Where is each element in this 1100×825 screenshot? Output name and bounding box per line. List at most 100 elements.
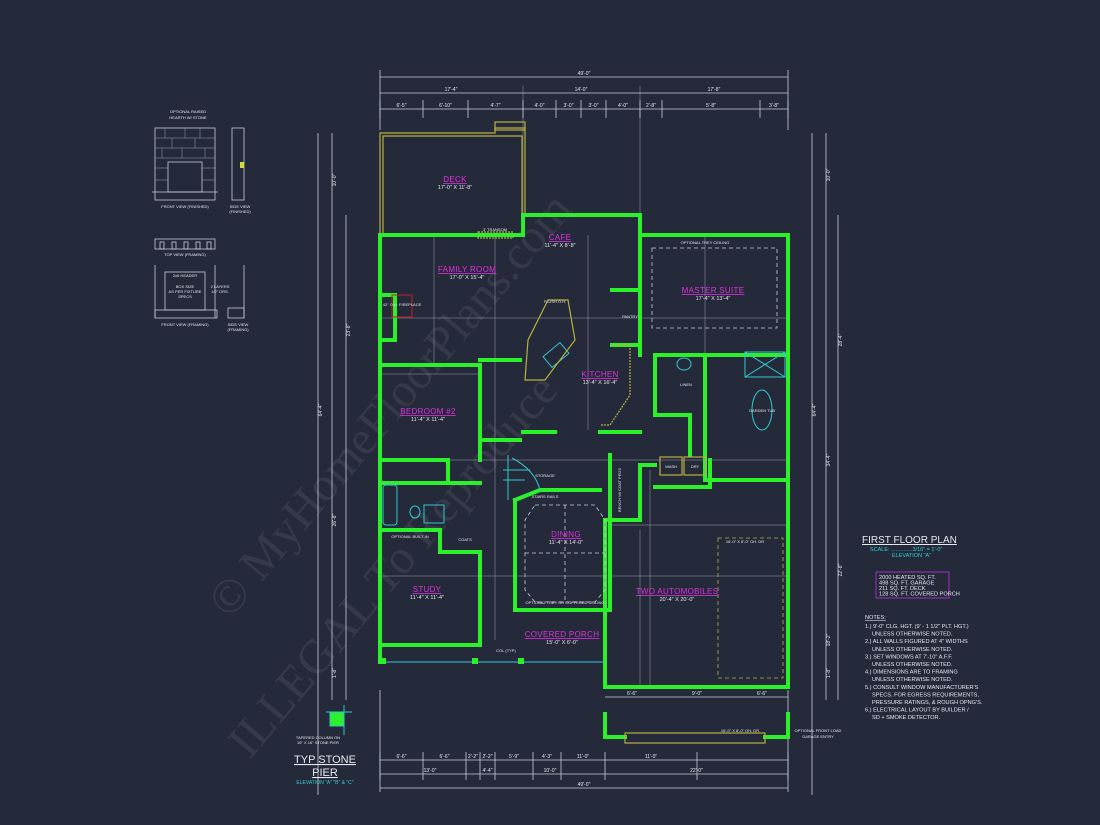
svg-text:17'-4": 17'-4" [445, 87, 458, 93]
svg-text:GARAGE ENTRY: GARAGE ENTRY [802, 734, 834, 739]
svg-text:FRONT VIEW (FINISHED): FRONT VIEW (FINISHED) [161, 204, 209, 209]
svg-text:OPTIONAL BUILT-IN: OPTIONAL BUILT-IN [391, 534, 428, 539]
svg-text:1'-8": 1'-8" [826, 668, 832, 678]
dimension-label: 6'-10" [439, 103, 452, 109]
bathtub [382, 484, 398, 526]
note-line: 5.) CONSULT WINDOW MANUFACTURER'S [865, 685, 979, 691]
svg-text:211 SQ. FT. DECK: 211 SQ. FT. DECK [879, 586, 926, 592]
garden-tub [751, 389, 773, 431]
toilet [409, 505, 421, 519]
svg-text:49'-0": 49'-0" [578, 71, 591, 77]
fireplace [391, 294, 413, 318]
svg-text:1'-8": 1'-8" [332, 668, 338, 678]
room-name: FAMILY ROOM [438, 265, 496, 274]
kitchen-counter [600, 344, 631, 426]
note-line: SPECS. FOR EGRESS REQUIREMENTS, [872, 692, 979, 698]
svg-text:16'-0" X 8'-0" OH. DR: 16'-0" X 8'-0" OH. DR [726, 539, 764, 544]
master-toilet [676, 357, 692, 371]
room-size: 20'-4" X 20'-0" [660, 597, 695, 603]
note-line: 3.) SET WINDOWS AT 7'-10" A.F.F. [865, 654, 953, 660]
svg-text:TOP VIEW (FRAMING): TOP VIEW (FRAMING) [164, 252, 206, 257]
room-name: MASTER SUITE [682, 286, 745, 295]
svg-text:BOX SIZE: BOX SIZE [176, 284, 195, 289]
svg-text:OPTIONAL RAISED: OPTIONAL RAISED [170, 109, 206, 114]
fireplace-front-view [154, 127, 216, 201]
svg-text:17'-8": 17'-8" [708, 87, 721, 93]
stairs [503, 455, 541, 500]
dimension-label: 3'-8" [769, 103, 779, 109]
svg-text:42" O.H. FIREPLACE: 42" O.H. FIREPLACE [383, 302, 422, 307]
svg-text:16" X 16" STONE PIER: 16" X 16" STONE PIER [297, 740, 339, 745]
svg-text:2 LAYERS: 2 LAYERS [211, 284, 230, 289]
vanity-sink [423, 504, 445, 524]
dimension-label: 2'-2" [468, 754, 478, 760]
dimension-label: 3'-0" [564, 103, 574, 109]
room-size: 17'-0" X 15'-4" [450, 275, 485, 281]
svg-text:FRONT VIEW (FRAMING): FRONT VIEW (FRAMING) [161, 322, 209, 327]
note-line: UNLESS OTHERWISE NOTED. [872, 632, 953, 638]
svg-text:10'-0": 10'-0" [332, 173, 338, 186]
svg-text:2x6 HEADER: 2x6 HEADER [173, 273, 197, 278]
dimension-label: 5'-8" [706, 103, 716, 109]
room-size: 11'-4" X 14'-0" [549, 540, 583, 546]
area-summary-box [875, 571, 950, 599]
top-dimensions: 49'-0" 17'-4" 14'-0" 17'-8" 6'-5" 6'-10" 4… [379, 70, 789, 235]
room-name: DECK [443, 175, 467, 184]
room-size: 11'-4" X 11'-4" [410, 595, 444, 601]
dashed-outlines: 16'-0" X 8'-0" OH. DR OPTIONAL TREY CEIL… [391, 240, 784, 679]
dimension-label: 6'-6" [397, 754, 407, 760]
bottom-dimensions: 49'-0" 6'-6"6'-6"2'-2"2'-2"5'-9"4'-3"11'… [379, 690, 789, 792]
fireplace-detail: OPTIONAL RAISED HEARTH W/ STONE FRONT VI… [152, 109, 251, 332]
dimension-label: 6'-5" [397, 103, 407, 109]
svg-text:AS PER FIXTURE: AS PER FIXTURE [169, 289, 202, 294]
dimension-label: 3'-0" [589, 103, 599, 109]
svg-text:SCALE: ..............3/16" = 1: SCALE: ..............3/16" = 1'-0" [870, 547, 942, 553]
svg-text:STAIRS RAILS: STAIRS RAILS [532, 494, 559, 499]
room-size: 11'-4" X 8'-8" [544, 243, 575, 249]
room-name: STUDY [413, 585, 442, 594]
dimension-label: 11'-0" [645, 754, 658, 760]
note-line: 2.) ALL WALLS FIGURED AT 4" WIDTHS [865, 639, 968, 645]
svg-text:16'-0" X 8'-0" OH. DR: 16'-0" X 8'-0" OH. DR [721, 728, 759, 733]
note-line: PRESSURE RATINGS, & ROUGH OPNG'S. [872, 700, 983, 706]
dimension-label: 4'-3" [542, 754, 552, 760]
svg-text:28'-4": 28'-4" [838, 333, 844, 346]
svg-text:OPTIONAL TREY OR COFFERED CEIL: OPTIONAL TREY OR COFFERED CEILING [525, 600, 604, 605]
walls [378, 213, 790, 689]
note-line: 1.) 9'-0" CLG. HGT. (9' - 1 1/2" PLT. HG… [865, 624, 969, 630]
plan-title: FIRST FLOOR PLAN [862, 535, 957, 546]
svg-text:2000 HEATED SQ. FT.: 2000 HEATED SQ. FT. [879, 575, 936, 581]
svg-text:PIER: PIER [312, 767, 338, 779]
svg-text:NOTES:: NOTES: [865, 615, 886, 621]
room-name: DINING [551, 530, 581, 539]
dimension-label: 4'-0" [535, 103, 545, 109]
dimension-label: 4'-0" [618, 103, 628, 109]
svg-text:6'-6": 6'-6" [757, 691, 767, 697]
room-size: 13'-4" X 16'-4" [583, 380, 618, 386]
dimension-label: 4'-7" [491, 103, 501, 109]
svg-text:COATS: COATS [458, 537, 472, 542]
side-dimensions: 10'-0" 23'-8" 64'-4" 26'-8" 1'-8" 10'-0"… [317, 133, 844, 795]
svg-text:3' TRANSOM: 3' TRANSOM [483, 227, 507, 232]
svg-text:34'-4": 34'-4" [826, 453, 832, 466]
note-line: UNLESS OTHERWISE NOTED. [872, 677, 953, 683]
svg-text:64'-4": 64'-4" [812, 403, 818, 416]
room-size: 11'-4" X 11'-4" [411, 417, 445, 423]
svg-text:49'-0": 49'-0" [578, 782, 591, 788]
svg-text:TYP STONE: TYP STONE [294, 754, 356, 766]
shower [744, 351, 786, 378]
dimension-label: 13'-0" [424, 768, 437, 774]
svg-text:ELEVATION "A" "B" & "C": ELEVATION "A" "B" & "C" [296, 780, 353, 786]
note-line: 6.) ELECTRICAL LAYOUT BY BUILDER / [865, 708, 969, 714]
svg-text:GARDEN TUB: GARDEN TUB [749, 408, 775, 413]
stone-pier-detail: TAPERED COLUMN ON 16" X 16" STONE PIER T… [294, 705, 356, 786]
dimension-label: 2'-8" [646, 103, 656, 109]
svg-text:HEARTH W/ STONE: HEARTH W/ STONE [169, 115, 207, 120]
svg-text:FLUSH O.H.: FLUSH O.H. [544, 299, 566, 304]
svg-text:SIDE VIEW: SIDE VIEW [228, 322, 249, 327]
svg-text:14'-0": 14'-0" [575, 87, 588, 93]
svg-text:WASH: WASH [665, 464, 677, 469]
room-name: COVERED PORCH [525, 630, 600, 639]
